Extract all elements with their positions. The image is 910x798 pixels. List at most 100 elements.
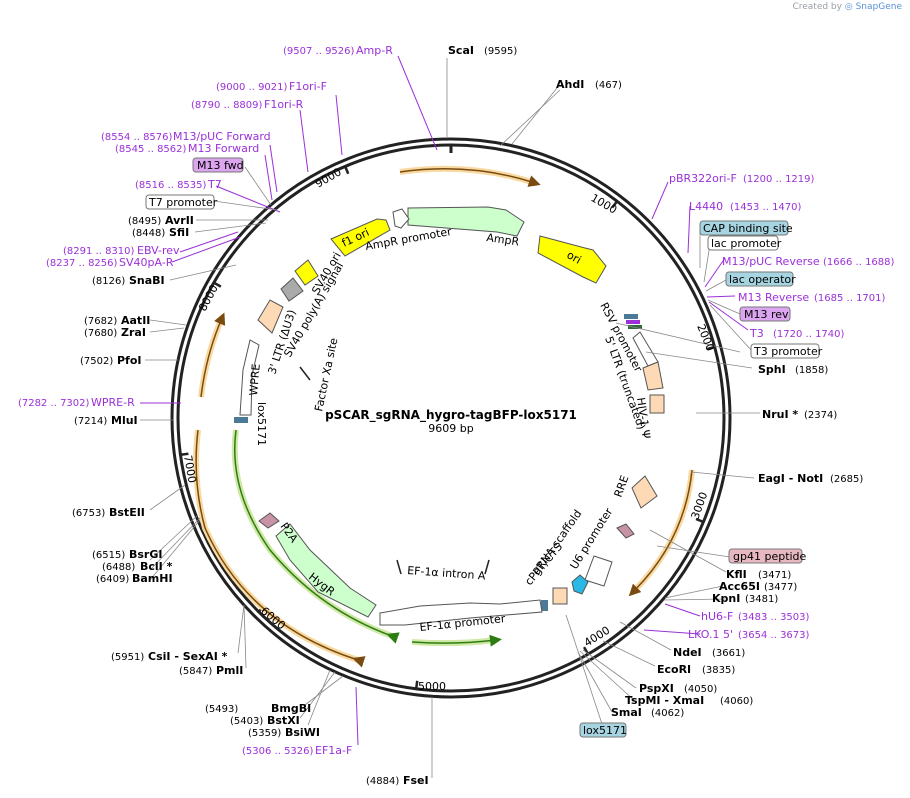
svg-text:LKO.1 5': LKO.1 5': [688, 628, 733, 641]
orf-arc-bottom-green-line: [411, 634, 502, 647]
site-sphi: SphI(1858): [758, 363, 828, 376]
primer-m13-puc-forward: (8554 .. 8576)M13/pUC Forward: [101, 130, 271, 143]
svg-text:(4884): (4884): [366, 776, 399, 787]
svg-text:WPRE-R: WPRE-R: [91, 396, 135, 409]
site-kfli: KflI (3471): [726, 568, 791, 581]
svg-text:BamHI: BamHI: [132, 572, 173, 585]
svg-text:(3471): (3471): [758, 570, 791, 581]
box-lac-promoter: lac promoter: [707, 235, 782, 251]
site-bcli: BclI *(6488): [102, 560, 173, 573]
site-smai: SmaI(4062): [611, 706, 684, 719]
tick-mark: [706, 345, 715, 351]
orf-arcs: [193, 165, 695, 668]
label-ef1a-intron: EF-1α intron A: [407, 564, 487, 582]
site-bstxi: BstXI(5403): [230, 714, 300, 727]
feature-ef1a-intron-mark-r: [484, 559, 490, 575]
svg-text:M13 fwd: M13 fwd: [197, 159, 244, 172]
primer-lines: [140, 55, 749, 746]
svg-text:SfiI: SfiI: [169, 226, 189, 239]
svg-text:SmaI: SmaI: [611, 706, 642, 719]
svg-text:PfoI: PfoI: [117, 354, 142, 367]
svg-text:ScaI: ScaI: [448, 44, 474, 57]
snapgene-logo-icon: ◎: [844, 2, 853, 12]
svg-text:(1200 .. 1219): (1200 .. 1219): [743, 174, 815, 185]
svg-text:(8126): (8126): [92, 276, 125, 287]
svg-text:(9595): (9595): [484, 46, 517, 57]
label-factor-xa: Factor Xa site: [312, 337, 340, 413]
svg-text:M13/pUC Reverse: M13/pUC Reverse: [722, 255, 820, 268]
svg-text:EBV-rev: EBV-rev: [137, 244, 180, 257]
site-eagi-noti: EagI - NotI(2685): [758, 472, 863, 485]
primer-ef1a-f: (5306 .. 5326)EF1a-F: [242, 744, 352, 757]
svg-text:(3483 .. 3503): (3483 .. 3503): [738, 612, 810, 623]
backbone-outer: [170, 137, 732, 699]
tick-mark: [343, 165, 350, 175]
box-lox5171: lox5171: [579, 722, 627, 738]
svg-text:(2374): (2374): [804, 410, 837, 421]
svg-text:PmlI: PmlI: [216, 664, 243, 677]
svg-text:SphI: SphI: [758, 363, 786, 376]
svg-text:(8554 .. 8576): (8554 .. 8576): [101, 132, 173, 143]
feature-3ltr: [257, 299, 284, 334]
site-bsiwi: BsiWI(5359): [248, 726, 320, 739]
feature-ef1a-intron-mark-l: [396, 559, 402, 575]
site-avrii: AvrII(8495): [128, 214, 194, 227]
svg-text:F1ori-R: F1ori-R: [264, 98, 304, 111]
svg-text:M13 rev: M13 rev: [744, 308, 789, 321]
orf-arc-left-small: [198, 316, 225, 398]
svg-text:KflI: KflI: [726, 568, 747, 581]
feature-ampr-promoter: [392, 208, 410, 229]
label-lox5171: lox5171: [255, 402, 268, 446]
site-ecori: EcoRI(3835): [657, 663, 735, 676]
site-bsrgi: BsrGI(6515): [92, 548, 162, 561]
feature-u6-promoter: [584, 555, 613, 587]
site-tspmi-xmai: TspMI - XmaI(4060): [625, 694, 753, 707]
box-m13-fwd: M13 fwd: [192, 157, 244, 173]
feature-lox5171-b: [541, 600, 548, 611]
tick-label-6000: 6000: [258, 604, 288, 632]
feature-5ltr: [642, 361, 664, 391]
svg-text:(5951): (5951): [111, 652, 144, 663]
svg-text:CAP binding site: CAP binding site: [703, 222, 793, 235]
primer-l4440: L4440(1453 .. 1470): [689, 200, 802, 213]
svg-text:ZraI: ZraI: [121, 326, 146, 339]
box-cap-binding-site: CAP binding site: [699, 220, 793, 236]
orf-arc-ampr: [399, 165, 536, 186]
feature-u6-cyan: [571, 574, 589, 595]
svg-text:BclI *: BclI *: [140, 560, 173, 573]
svg-text:F1ori-F: F1ori-F: [289, 80, 327, 93]
svg-text:(6753): (6753): [72, 508, 105, 519]
svg-text:NdeI: NdeI: [673, 646, 702, 659]
svg-text:M13 Reverse: M13 Reverse: [738, 291, 809, 304]
svg-text:(7502): (7502): [80, 356, 113, 367]
svg-text:Amp-R: Amp-R: [356, 44, 393, 57]
tick-mark: [611, 200, 619, 209]
svg-text:PspXI: PspXI: [639, 682, 674, 695]
svg-text:(1453 .. 1470): (1453 .. 1470): [730, 202, 802, 213]
svg-text:lac promoter: lac promoter: [711, 237, 782, 250]
svg-text:M13/pUC Forward: M13/pUC Forward: [173, 130, 271, 143]
box-m13-rev: M13 rev: [739, 306, 791, 322]
site-ndei: NdeI (3661): [673, 646, 745, 659]
svg-text:(8790 .. 8809): (8790 .. 8809): [191, 100, 263, 111]
svg-text:lox5171: lox5171: [583, 724, 627, 737]
svg-text:(3661): (3661): [712, 648, 745, 659]
feature-f1-ori: [330, 218, 391, 257]
svg-text:NruI *: NruI *: [762, 408, 798, 421]
orf-arc-inner-green-line: [233, 429, 400, 644]
tick-mark: [414, 680, 419, 689]
primer-labels: (9507 .. 9526)Amp-R (9000 .. 9021)F1ori-…: [18, 44, 895, 757]
svg-text:(3481): (3481): [745, 594, 778, 605]
feature-sv40-polya: [280, 277, 304, 302]
primer-pbr322ori-f: pBR322ori-F(1200 .. 1219): [669, 172, 815, 185]
box-t7-promoter: T7 promoter: [145, 194, 218, 210]
svg-text:(8516 .. 8535): (8516 .. 8535): [135, 180, 207, 191]
site-bamhi: BamHI(6409): [96, 572, 173, 585]
tick-label-1000: 1000: [589, 191, 620, 216]
feature-cppt: [552, 587, 568, 605]
svg-text:M13 Forward: M13 Forward: [188, 142, 259, 155]
watermark-brand: SnapGene: [855, 2, 902, 12]
svg-text:T7 promoter: T7 promoter: [148, 196, 218, 209]
box-lac-operator: lac operator: [725, 271, 796, 287]
svg-text:(9507 .. 9526): (9507 .. 9526): [283, 46, 355, 57]
